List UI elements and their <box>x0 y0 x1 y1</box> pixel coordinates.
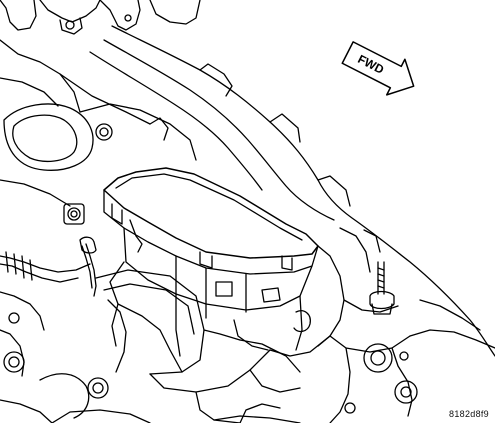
right-inner-fender <box>269 227 495 423</box>
fuse-box-mount-bracket <box>109 261 241 373</box>
bolt-heads-lower-right <box>344 343 418 414</box>
ground-stud-right <box>369 261 395 315</box>
ground-stud-bracket <box>63 203 97 297</box>
strut-tower-panel <box>0 39 197 207</box>
forward-direction-arrow-icon: FWD <box>341 41 415 96</box>
lower-frame-rail <box>51 403 301 423</box>
battery-tray-support <box>95 269 301 423</box>
figure-id-code: 8182d8f9 <box>449 409 489 419</box>
hood-hinge-bracket <box>0 0 201 35</box>
fender-cowl-edge <box>89 25 495 357</box>
wiring-harness-left <box>0 251 127 423</box>
power-distribution-center <box>103 167 319 357</box>
